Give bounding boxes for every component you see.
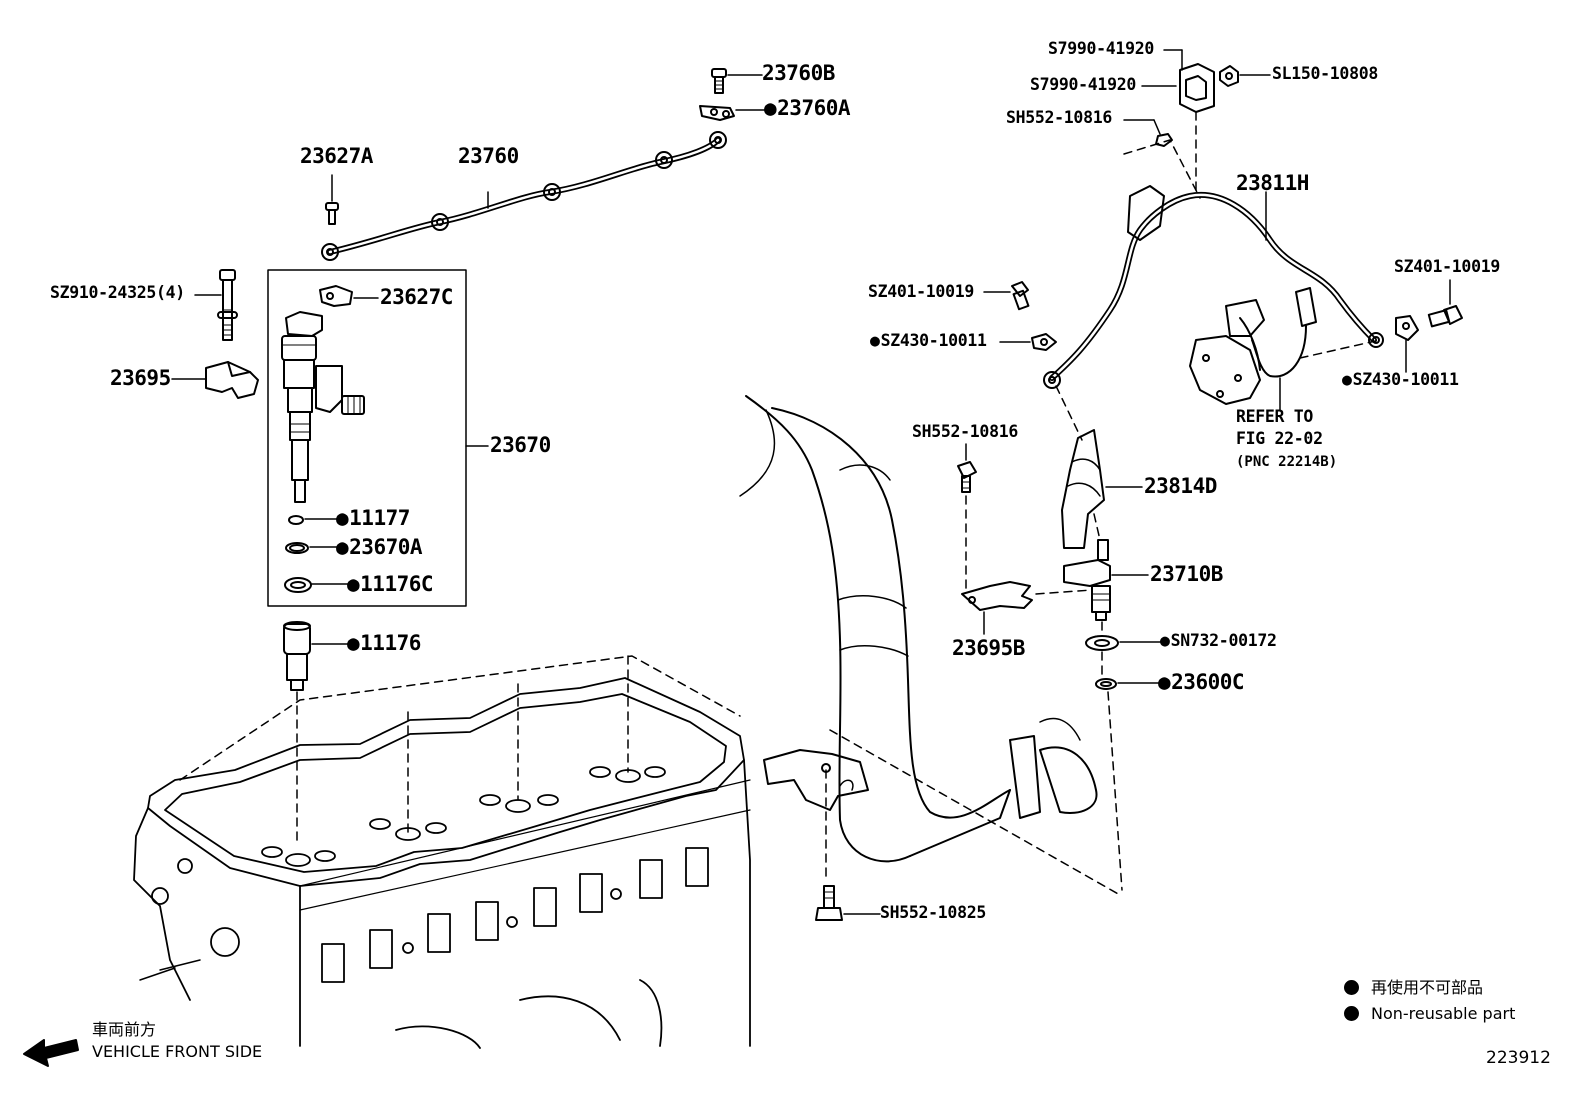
part-label-S7990-41920-top[interactable]: S7990-41920 [1048,39,1154,58]
gasket-SZ430-right-icon [1299,315,1419,373]
bolt-SZ401-left-icon [983,281,1030,311]
part-label-11176C[interactable]: 11176C [347,574,433,595]
bracket-S7990-icon [1141,49,1215,113]
part-label-23811H[interactable]: 23811H [1236,171,1309,195]
front-direction-arrow-icon [23,1039,79,1067]
refer-line-3: (PNC 22214B) [1236,454,1338,470]
part-label-23670A[interactable]: 23670A [336,537,422,558]
part-label-11176[interactable]: 11176 [347,633,421,654]
nozzle-23710B-icon [1035,539,1149,637]
part-label-23760[interactable]: 23760 [458,144,519,168]
oring-23670A-icon [285,542,339,554]
supply-pump-icon [1189,287,1317,411]
part-label-SZ430-10011-right[interactable]: SZ430-10011 [1342,371,1459,389]
bolt-SH552-10816-top-icon [1123,111,1201,199]
bolt-SZ401-right-icon [1427,279,1463,328]
bolt-23627A-icon [325,174,339,225]
leak-off-pipe [321,131,727,261]
part-label-23600C[interactable]: 23600C [1158,672,1244,693]
part-label-23670[interactable]: 23670 [490,433,551,457]
bullet-icon [1344,1006,1359,1021]
fuel-pipe-23811H-icon [1043,185,1384,389]
figure-id: 223912 [1486,1048,1551,1068]
gasket-23760A-icon [699,105,769,121]
part-label-23760B[interactable]: 23760B [762,61,835,85]
part-label-23627C[interactable]: 23627C [380,285,453,309]
refer-line-1: REFER TO [1236,407,1314,426]
clamp-23695-icon [171,361,259,399]
gasket-23600C-icon [1095,678,1161,891]
gasket-SZ430-left-icon [999,333,1057,351]
bullet-icon [1344,980,1359,995]
part-label-SH552-10825[interactable]: SH552-10825 [880,903,986,922]
injector-assembly-box [267,269,489,607]
gasket-11176C-icon [284,577,350,593]
bolt-SH552-10816-mid-icon [957,443,977,591]
clamp-23627C-icon [319,285,379,307]
bolt-SH552-10825-icon [815,885,881,921]
clamp-23695B-icon [961,581,1033,635]
part-label-SZ430-10011-left[interactable]: SZ430-10011 [870,332,987,350]
legend-en-text: Non-reusable part [1371,1004,1516,1023]
part-label-SH552-10816-mid[interactable]: SH552-10816 [912,422,1018,441]
sleeve-11176-icon [283,621,350,841]
intake-pipe-icon [739,395,1121,896]
washer-SN732-icon [1085,635,1163,675]
bolt-SZ910-icon [194,269,238,341]
part-label-23695B[interactable]: 23695B [952,636,1025,660]
legend-jp-text: 再使用不可部品 [1371,978,1484,997]
part-label-SZ401-10019-right[interactable]: SZ401-10019 [1394,257,1500,276]
refer-line-2[interactable]: FIG 22-02 [1236,429,1323,448]
part-label-23695[interactable]: 23695 [110,366,171,390]
direction-jp: 車両前方 [92,1020,157,1039]
injector-icon [281,311,365,503]
part-label-SZ401-10019-left[interactable]: SZ401-10019 [868,282,974,301]
part-label-S7990-41920[interactable]: S7990-41920 [1030,75,1136,94]
part-label-SN732-00172[interactable]: SN732-00172 [1160,632,1277,650]
part-label-23760A[interactable]: 23760A [764,98,850,119]
bolt-23760B-icon [711,68,763,94]
seal-11177-icon [288,515,339,525]
nut-SL150-icon [1219,65,1271,87]
part-label-SH552-10816-top[interactable]: SH552-10816 [1006,108,1112,127]
boot-23814D-icon [1055,385,1143,549]
part-label-SL150-10808[interactable]: SL150-10808 [1272,64,1378,83]
part-label-23710B[interactable]: 23710B [1150,562,1223,586]
part-label-23814D[interactable]: 23814D [1144,474,1217,498]
direction-en: VEHICLE FRONT SIDE [92,1042,263,1061]
legend-row-jp: 再使用不可部品 [1344,980,1483,996]
cylinder-head-icon [133,655,751,1049]
part-label-23627A[interactable]: 23627A [300,144,373,168]
legend-row-en: Non-reusable part [1344,1006,1515,1022]
part-label-11177[interactable]: 11177 [336,508,410,529]
part-label-SZ910-24325[interactable]: SZ910-24325(4) [50,283,185,302]
